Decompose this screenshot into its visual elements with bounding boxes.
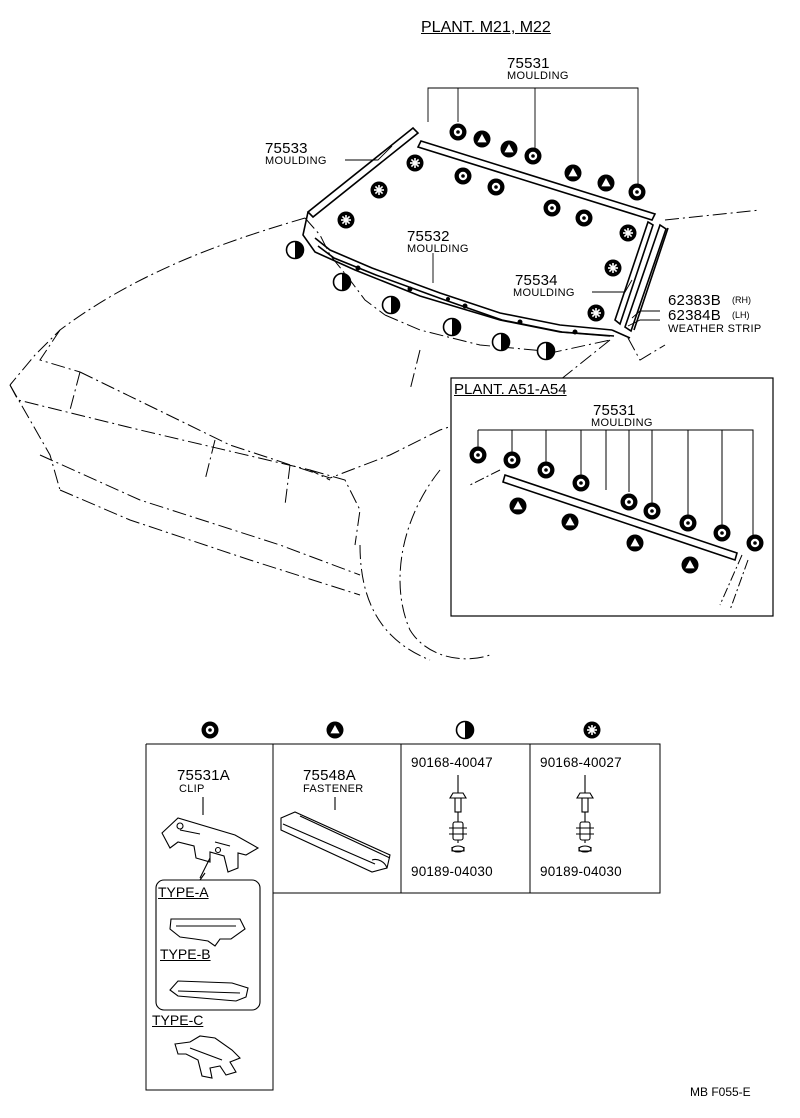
legend-bolt-2-part: 90168-40027 — [540, 755, 622, 770]
part-name-75534: MOULDING — [513, 287, 575, 299]
bolt-grommet-illustration-2 — [576, 775, 594, 853]
part-number-62383: 62383B — [668, 292, 721, 309]
inset-frame — [450, 377, 774, 617]
part-number-75533: 75533 — [265, 140, 308, 157]
part-name-75532: MOULDING — [407, 243, 469, 255]
windshield-mouldings — [302, 126, 669, 339]
part-name-75533: MOULDING — [265, 155, 327, 167]
fastener-illustration — [280, 797, 391, 873]
part-number-62384: 62384B — [668, 307, 721, 324]
legend-grommet-1-part: 90189-04030 — [411, 864, 493, 879]
part-number-75532: 75532 — [407, 228, 450, 245]
part-number-75531: 75531 — [507, 55, 550, 72]
footer-code: MB F055-E — [690, 1085, 751, 1099]
legend-grommet-2-part: 90189-04030 — [540, 864, 622, 879]
inset-part-name: MOULDING — [591, 417, 653, 429]
bolt-grommet-illustration-1 — [449, 775, 467, 853]
plant-main-title: PLANT. M21, M22 — [421, 19, 551, 36]
legend-fastener-name: FASTENER — [303, 783, 364, 795]
inset-part-number: 75531 — [593, 402, 636, 419]
windshield-symbols — [285, 123, 646, 361]
clip-illustration — [155, 797, 261, 1079]
weather-strip-label: WEATHER STRIP — [668, 323, 762, 335]
car-body-outline — [9, 209, 761, 661]
type-c-label: TYPE-C — [152, 1012, 204, 1028]
legend-bolt-1-part: 90168-40047 — [411, 755, 493, 770]
side-lh: (LH) — [732, 310, 750, 320]
legend-clip-part: 75531A — [177, 767, 230, 784]
part-name-75531: MOULDING — [507, 70, 569, 82]
leader-lines — [345, 87, 660, 327]
legend-clip-name: CLIP — [179, 783, 205, 795]
inset-title: PLANT. A51-A54 — [454, 381, 567, 398]
moulding-clip-dots — [355, 265, 578, 335]
side-rh: (RH) — [732, 295, 751, 305]
legend-fastener-part: 75548A — [303, 767, 356, 784]
inset-drawing — [469, 429, 754, 611]
type-a-label: TYPE-A — [158, 884, 209, 900]
legend-header-symbols — [201, 720, 602, 740]
legend-table — [145, 743, 661, 1091]
part-number-75534: 75534 — [515, 272, 558, 289]
type-b-label: TYPE-B — [160, 946, 211, 962]
